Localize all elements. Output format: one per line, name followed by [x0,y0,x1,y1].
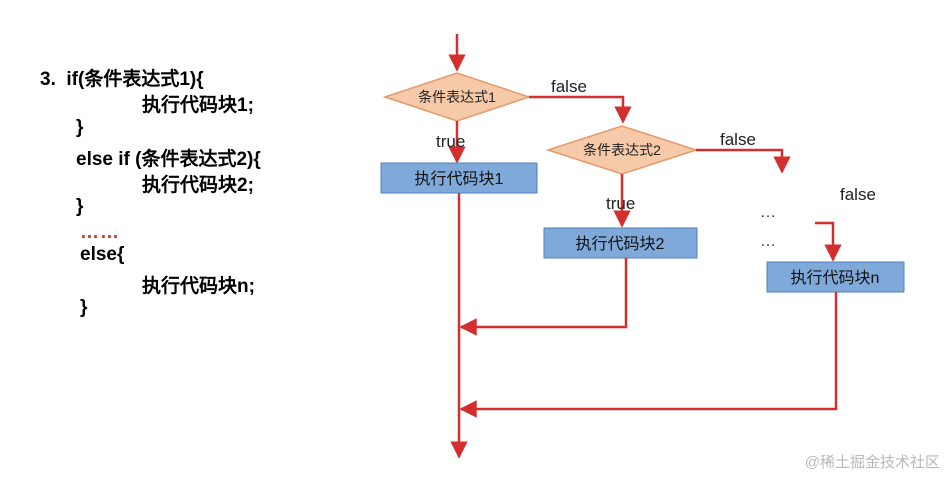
code-ellipsis: …… [80,222,120,243]
block-2 [543,227,698,259]
block-n [766,261,905,293]
watermark: @稀土掘金技术社区 [804,454,940,471]
code-line-else: else{ [80,244,125,265]
decision-1-label: 条件表达式1 [418,89,496,105]
code-sample: 3. if(条件表达式1){ 执行代码块1; } else if (条件表达式2… [0,0,380,486]
true-label-2: true [606,194,635,213]
code-line-elseif: else if (条件表达式2){ [76,149,261,170]
false-label-2: false [720,130,756,149]
merge-arrow-n [459,292,838,418]
code-line-close1: } [76,117,84,138]
false-arrow-2 [696,148,791,174]
false-label-1: false [551,77,587,96]
code-line-if: 3. if(条件表达式1){ [40,69,204,90]
ellipsis-top: … [760,204,778,221]
block-1 [380,162,538,194]
block-1-label: 执行代码块1 [415,170,504,188]
code-line-close2: } [76,196,84,217]
merge-arrow-2 [459,258,628,336]
ellipsis-bottom: … [760,233,778,250]
true-label-1: true [436,132,465,151]
false-label-3: false [840,185,876,204]
code-line-close3: } [80,297,88,318]
false-arrow-1 [529,95,632,124]
block-2-label: 执行代码块2 [576,235,665,253]
decision-2-label: 条件表达式2 [583,142,661,158]
code-line-block2: 执行代码块2; [142,175,254,196]
code-line-blockn: 执行代码块n; [142,276,255,297]
block-n-label: 执行代码块n [791,269,880,287]
false-arrow-3 [815,221,842,262]
code-line-block1: 执行代码块1; [142,95,254,116]
